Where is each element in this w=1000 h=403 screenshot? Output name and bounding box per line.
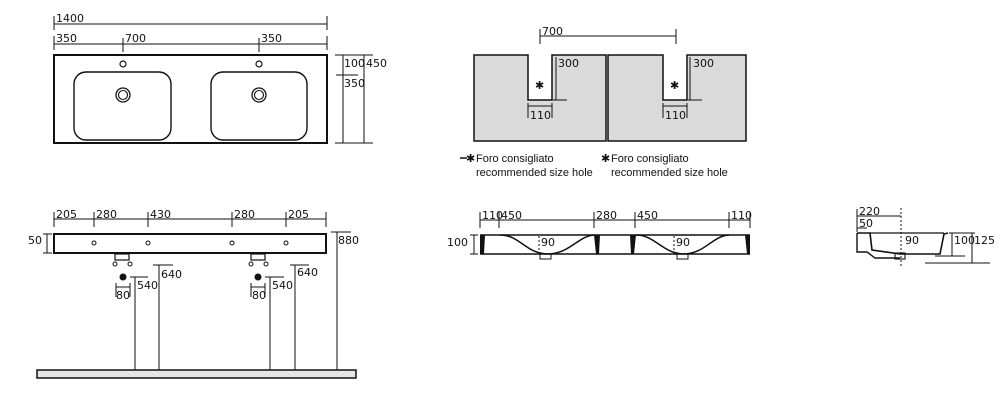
dim-front-seg-1: 205 <box>56 208 77 221</box>
hole-marker-icon: ✱ <box>535 79 544 92</box>
dim-side-bowl-depth: 90 <box>905 234 919 247</box>
dim-side-50: 50 <box>859 217 873 230</box>
dim-overall-width: 1400 <box>56 12 84 25</box>
dim-front-seg-5: 205 <box>288 208 309 221</box>
dim-section-height: 100 <box>447 236 468 249</box>
dim-seg-mid: 700 <box>125 32 146 45</box>
dim-section-seg-5: 110 <box>731 209 752 222</box>
dim-side-220: 220 <box>859 205 880 218</box>
dim-notch-depth-right: 300 <box>693 57 714 70</box>
dim-right-supply-height: 640 <box>297 266 318 279</box>
dim-right-drain-height: 540 <box>272 279 293 292</box>
dim-depth-total: 450 <box>366 57 387 70</box>
dim-depth-bowl: 350 <box>344 77 365 90</box>
dim-section-seg-2: 450 <box>501 209 522 222</box>
dim-notch-depth-left: 300 <box>558 57 579 70</box>
dim-seg-left: 350 <box>56 32 77 45</box>
side-view <box>856 208 990 268</box>
dim-left-drain-height: 540 <box>137 279 158 292</box>
legend-1-line2: recommended size hole <box>476 167 593 179</box>
dim-seg-right: 350 <box>261 32 282 45</box>
hole-marker-icon: ✱ <box>670 79 679 92</box>
dim-front-seg-3: 430 <box>150 208 171 221</box>
dim-thickness: 50 <box>28 234 42 247</box>
top-view <box>53 16 373 144</box>
legend-2-line2: recommended size hole <box>611 167 728 179</box>
dim-section-seg-1: 110 <box>482 209 503 222</box>
cutout-view <box>460 29 747 159</box>
dim-notch-width-right: 110 <box>665 109 686 122</box>
dim-section-seg-3: 280 <box>596 209 617 222</box>
legend-marker-icon: ✱ <box>601 153 610 165</box>
dim-section-seg-4: 450 <box>637 209 658 222</box>
dim-notch-width-left: 110 <box>530 109 551 122</box>
dim-side-height-100: 100 <box>954 234 975 247</box>
legend-2-line1: Foro consigliato <box>611 153 689 165</box>
front-view <box>36 212 357 379</box>
dim-left-hole-spacing: 80 <box>116 289 130 302</box>
dim-right-hole-spacing: 80 <box>252 289 266 302</box>
dim-depth-tap: 100 <box>344 57 365 70</box>
legend-1-line1: Foro consigliato <box>476 153 554 165</box>
dim-bowl-depth-right: 90 <box>676 236 690 249</box>
dim-side-height-125: 125 <box>974 234 995 247</box>
dim-cutout-spacing: 700 <box>542 25 563 38</box>
dim-left-supply-height: 640 <box>161 268 182 281</box>
section-view <box>470 212 751 260</box>
legend-marker-icon: ✱ <box>466 153 475 165</box>
dim-height-880: 880 <box>338 234 359 247</box>
dim-front-seg-4: 280 <box>234 208 255 221</box>
dim-front-seg-2: 280 <box>96 208 117 221</box>
dim-bowl-depth-left: 90 <box>541 236 555 249</box>
